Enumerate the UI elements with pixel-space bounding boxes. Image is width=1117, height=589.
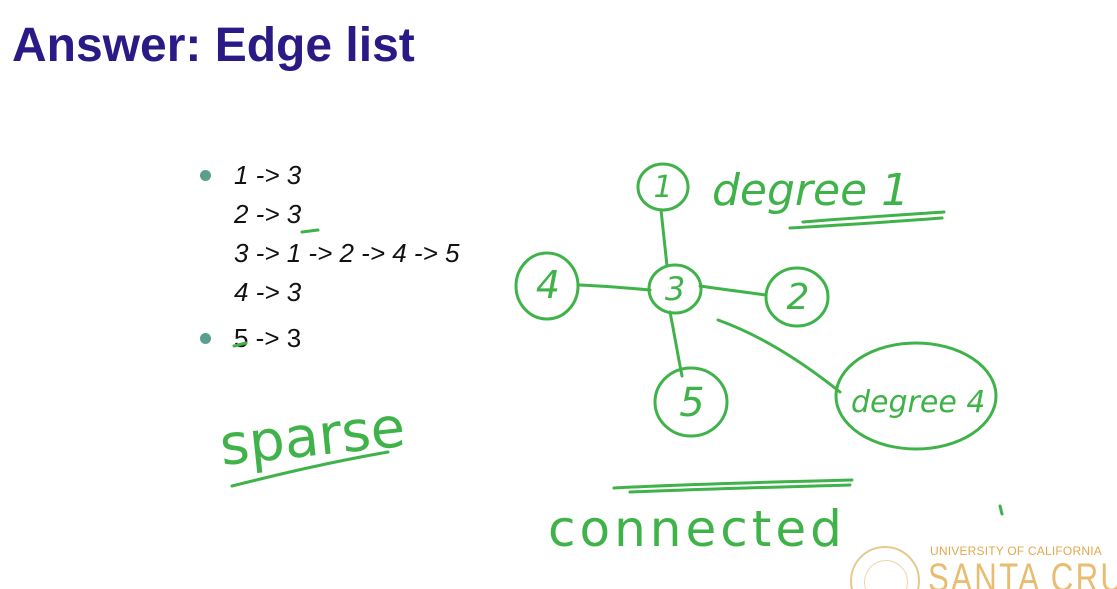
connected-overline-2 bbox=[628, 483, 852, 494]
degree-1-underline-2 bbox=[788, 216, 944, 230]
graph-node-2-label: 2 bbox=[787, 277, 810, 318]
connected-note: connected bbox=[548, 500, 846, 558]
graph-node-3-label: 3 bbox=[665, 270, 685, 308]
university-seal-icon bbox=[850, 546, 920, 589]
edge-list: 1 -> 3 2 -> 3 3 -> 1 -> 2 -> 4 -> 5 4 ->… bbox=[198, 156, 459, 358]
sparse-underline bbox=[230, 450, 390, 488]
logo-university-text: UNIVERSITY OF CALIFORNIA bbox=[930, 544, 1102, 558]
connected-overline bbox=[612, 478, 854, 490]
degree-4-circle bbox=[834, 341, 998, 451]
graph-node-2-circle bbox=[764, 266, 830, 328]
degree-4-note: degree 4 bbox=[851, 385, 985, 420]
bullet-icon bbox=[200, 333, 211, 344]
edge-list-item: 5 -> 3 bbox=[198, 319, 459, 358]
slide-title: Answer: Edge list bbox=[12, 19, 415, 72]
graph-node-4-circle bbox=[514, 251, 580, 321]
stray-mark bbox=[998, 504, 1004, 516]
graph-node-5-label: 5 bbox=[679, 380, 704, 426]
edge-list-item: 4 -> 3 bbox=[198, 273, 459, 312]
graph-node-3-circle bbox=[647, 263, 703, 315]
ucsc-logo: UNIVERSITY OF CALIFORNIA SANTA CRUZ bbox=[846, 540, 1117, 589]
graph-edge-3-5 bbox=[668, 310, 684, 378]
edge-list-item: 2 -> 3 bbox=[198, 195, 459, 234]
edge-list-text: 1 -> 3 bbox=[234, 160, 302, 190]
edge-list-text: 2 -> 3 bbox=[234, 199, 302, 229]
sparse-note: sparse bbox=[217, 395, 408, 479]
graph-edge-3-2 bbox=[698, 284, 768, 297]
degree-1-underline bbox=[801, 210, 946, 224]
edge-list-text: 3 -> 1 -> 2 -> 4 -> 5 bbox=[234, 238, 460, 268]
graph-edge-4-3 bbox=[577, 283, 652, 292]
bullet-icon bbox=[200, 170, 211, 181]
graph-node-5-circle bbox=[653, 366, 729, 438]
graph-node-4-label: 4 bbox=[536, 263, 560, 307]
edge-list-item: 3 -> 1 -> 2 -> 4 -> 5 bbox=[198, 234, 459, 273]
edge-list-item: 1 -> 3 bbox=[198, 156, 459, 195]
university-seal-inner bbox=[864, 560, 908, 589]
graph-edge-pointer-degree4 bbox=[716, 318, 842, 394]
logo-campus-text: SANTA CRUZ bbox=[928, 556, 1117, 589]
graph-node-1-circle bbox=[636, 162, 690, 212]
graph-edge-1-3 bbox=[659, 208, 669, 268]
edge-list-text: 5 -> 3 bbox=[234, 323, 302, 353]
degree-1-note: degree 1 bbox=[712, 165, 909, 216]
graph-node-1-label: 1 bbox=[653, 170, 672, 205]
edge-list-text: 4 -> 3 bbox=[234, 277, 302, 307]
